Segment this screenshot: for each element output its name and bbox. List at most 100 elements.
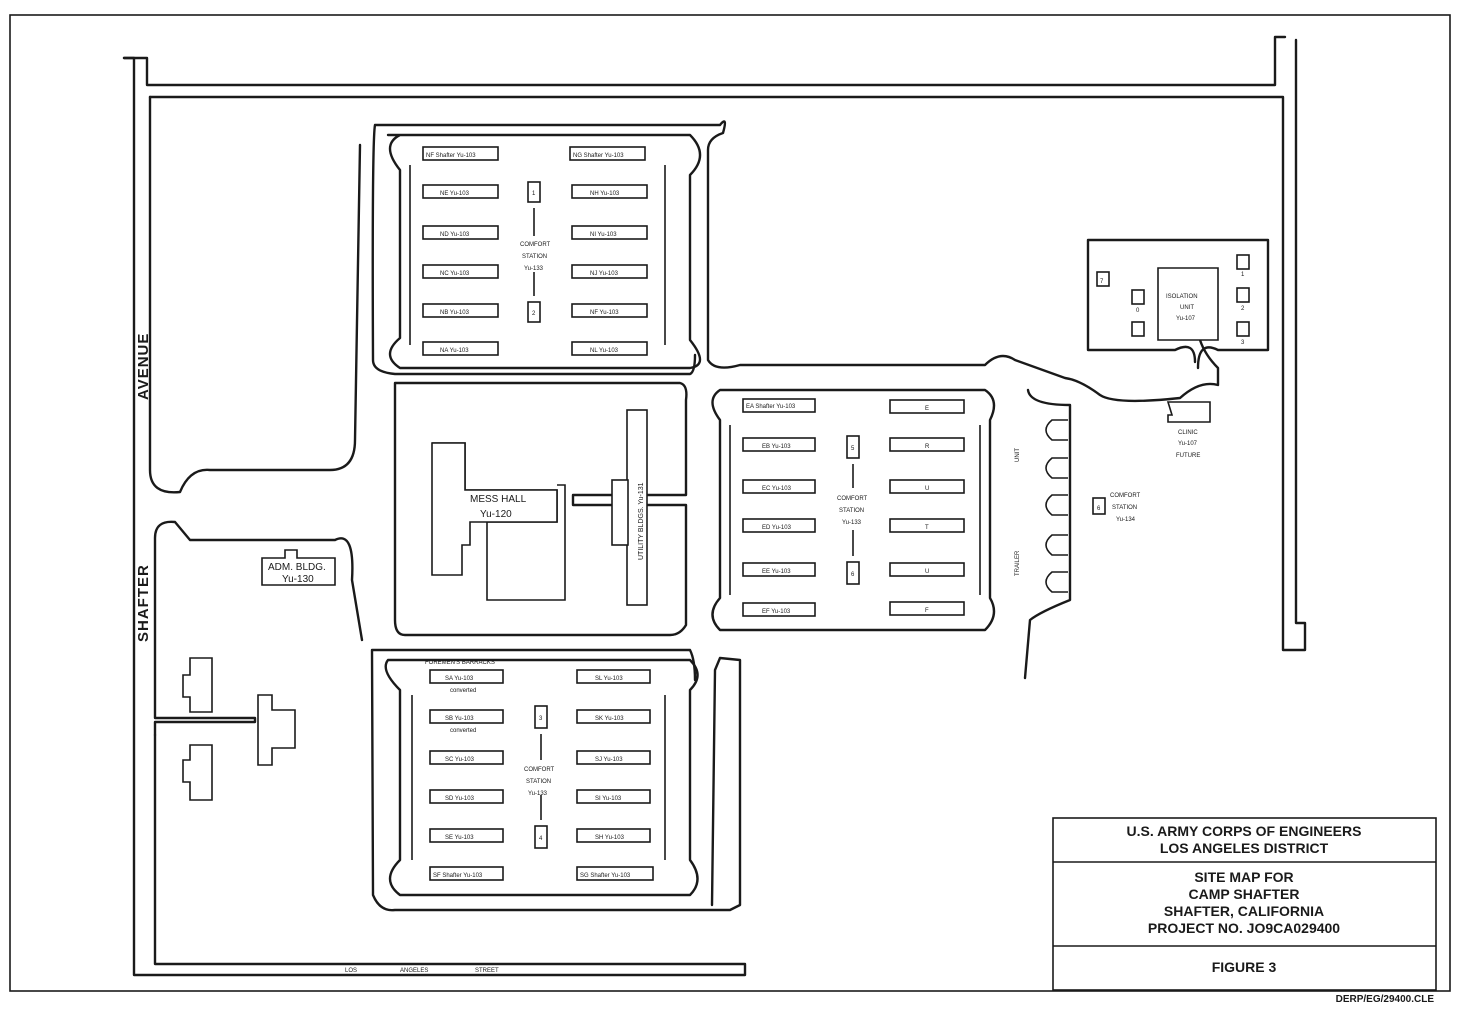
- isolation-box-2: [1236, 287, 1250, 303]
- north-left-label: NC Yu-103: [440, 271, 470, 277]
- north-right-label: NL Yu-103: [590, 348, 619, 354]
- south-block-outline: [370, 648, 742, 912]
- north-left-label: NE Yu-103: [440, 191, 470, 197]
- trailer-loop-3: [1045, 494, 1068, 516]
- south-converted: converted: [450, 688, 476, 694]
- south-right-label: SH Yu-103: [595, 835, 625, 841]
- south-left-label: SA Yu-103: [445, 676, 474, 682]
- title-site-2: CAMP SHAFTER: [1189, 886, 1300, 902]
- east-comfort-line: STATION: [839, 508, 864, 514]
- south-left-label: SE Yu-103: [445, 835, 474, 841]
- south-bottom-left-label: SF Shafter Yu-103: [433, 873, 483, 879]
- comfort-134-num: 6: [1097, 506, 1101, 512]
- south-left-label: SC Yu-103: [445, 757, 475, 763]
- mess-hall-code: Yu-120: [480, 509, 512, 520]
- title-site-1: SITE MAP FOR: [1194, 869, 1293, 885]
- reference-code: DERP/EG/29400.CLE: [1336, 994, 1435, 1005]
- north-building: [571, 225, 648, 240]
- west-road-inner: [148, 95, 362, 494]
- east-block-court: [711, 388, 996, 632]
- north-buildings: [422, 146, 648, 356]
- title-figure: FIGURE 3: [1212, 959, 1277, 975]
- comfort-134-line: COMFORT: [1110, 493, 1141, 499]
- east-left-label: EF Yu-103: [762, 609, 791, 615]
- trailer-label: TRAILER: [1015, 550, 1021, 576]
- north-building: [569, 146, 646, 161]
- east-right-label: T: [925, 525, 929, 531]
- south-header: FOREMEN'S BARRACKS: [425, 660, 495, 666]
- east-building: [742, 398, 816, 413]
- north-building: [422, 303, 499, 318]
- west-building-1: [182, 657, 213, 713]
- isolation-num-1: 1: [1241, 272, 1245, 278]
- north-building: [422, 146, 499, 161]
- admin-label: ADM. BLDG.: [268, 562, 326, 573]
- south-right-label: SK Yu-103: [595, 716, 624, 722]
- admin-code: Yu-130: [282, 574, 314, 585]
- comfort-station-4-box: [534, 825, 548, 849]
- map-frame: [9, 14, 1451, 992]
- east-building: [742, 518, 816, 533]
- isolation-num-0: 0: [1136, 308, 1140, 314]
- clinic-line: CLINIC: [1178, 430, 1198, 436]
- north-road: [122, 35, 1287, 87]
- south-left-label: SB Yu-103: [445, 716, 474, 722]
- east-building: [889, 601, 965, 616]
- east-building: [742, 602, 816, 617]
- trailer-loop-1: [1045, 419, 1068, 441]
- south-buildings: [429, 669, 654, 881]
- west-lot: [153, 520, 364, 737]
- station-6-num: 6: [851, 572, 855, 578]
- south-building: [576, 789, 651, 804]
- north-building: [422, 264, 499, 279]
- mess-hall-shape: [431, 442, 558, 576]
- admin-building: [261, 549, 336, 586]
- south-building: [576, 866, 654, 881]
- isolation-box-7: [1096, 271, 1110, 287]
- north-block-outline: [371, 120, 1220, 403]
- west-building-3: [257, 694, 296, 766]
- south-building: [429, 866, 504, 881]
- east-left-label: EC Yu-103: [762, 486, 792, 492]
- north-building: [422, 341, 499, 356]
- station-4-num: 4: [539, 836, 543, 842]
- east-building: [889, 399, 965, 414]
- street-los: LOS: [345, 968, 357, 974]
- clinic-building: [1166, 401, 1211, 423]
- east-left-label: EE Yu-103: [762, 569, 791, 575]
- east-building: [889, 518, 965, 533]
- south-building: [429, 789, 504, 804]
- isolation-line: Yu-107: [1176, 316, 1196, 322]
- unit-label: UNIT: [1015, 448, 1021, 462]
- north-building: [571, 184, 648, 199]
- south-right-label: SI Yu-103: [595, 796, 622, 802]
- trailer-loop-4: [1045, 534, 1068, 556]
- south-building: [576, 669, 651, 684]
- station-2-num: 2: [532, 311, 536, 317]
- street-shafter: SHAFTER: [135, 564, 152, 642]
- east-building: [742, 562, 816, 577]
- street-avenue: AVENUE: [135, 333, 152, 400]
- east-right-label: F: [925, 608, 929, 614]
- title-block: [1052, 817, 1437, 991]
- north-road-inner: [148, 38, 1307, 652]
- south-building: [576, 828, 651, 843]
- mess-hall-label: MESS HALL: [470, 494, 527, 505]
- south-building: [429, 709, 504, 724]
- isolation-line: ISOLATION: [1166, 294, 1198, 300]
- clinic-line: Yu-107: [1178, 441, 1198, 447]
- north-left-label: NB Yu-103: [440, 310, 470, 316]
- trailer-road: [1023, 388, 1072, 680]
- south-left-label: SD Yu-103: [445, 796, 475, 802]
- comfort-station-6-box: [846, 561, 860, 585]
- west-building-2: [182, 744, 213, 801]
- comfort-134-line: STATION: [1112, 505, 1137, 511]
- comfort-station-134-box: [1092, 497, 1106, 515]
- isolation-num-3: 3: [1241, 340, 1245, 346]
- north-building: [571, 264, 648, 279]
- north-block-court: [386, 133, 702, 370]
- trailer-loop-5: [1045, 571, 1068, 593]
- clinic-line: FUTURE: [1176, 453, 1200, 459]
- north-comfort-line: COMFORT: [520, 242, 551, 248]
- title-project: PROJECT NO. JO9CA029400: [1148, 920, 1340, 936]
